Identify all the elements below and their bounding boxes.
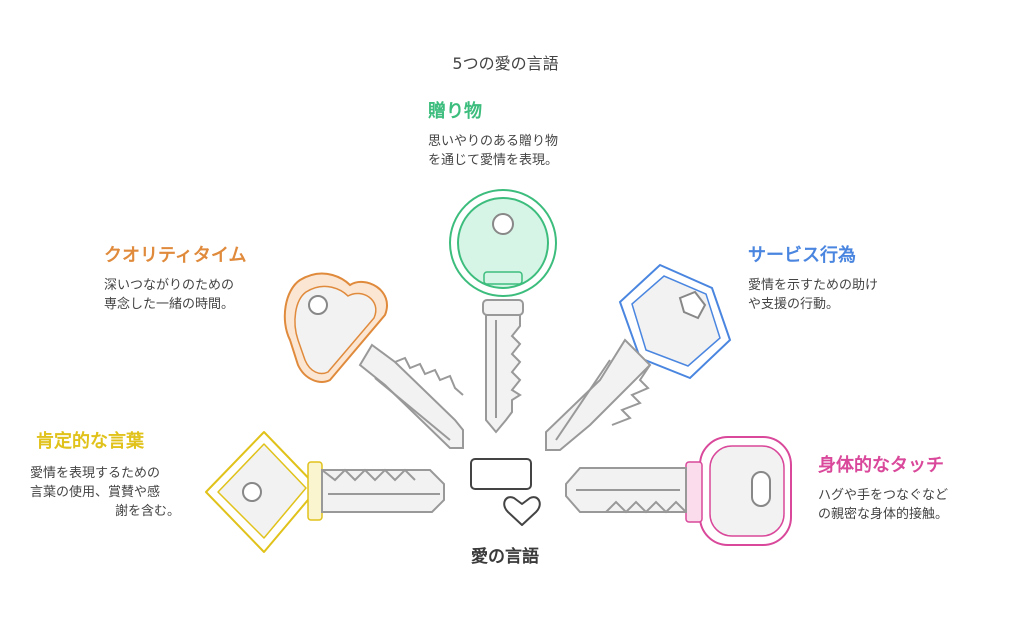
heart-icon bbox=[503, 496, 541, 526]
quality-time-desc: 深いつながりのための 専念した一緒の時間。 bbox=[104, 276, 234, 314]
physical-touch-desc-line1: ハグや手をつなぐなど bbox=[818, 488, 949, 503]
quality-time-desc-line2: 専念した一緒の時間。 bbox=[104, 297, 235, 312]
physical-touch-desc: ハグや手をつなぐなど の親密な身体的接触。 bbox=[818, 486, 948, 524]
words-desc-line3: 謝を含む。 bbox=[114, 504, 180, 519]
words-of-affirmation-key bbox=[205, 431, 445, 553]
acts-of-service-key bbox=[545, 263, 732, 451]
center-label: 愛の言語 bbox=[471, 547, 539, 567]
words-of-affirmation-label: 肯定的な言葉 bbox=[36, 431, 144, 452]
gift-desc-line2: を通じて愛情を表現。 bbox=[428, 153, 559, 168]
words-desc-line1: 愛情を表現するための bbox=[30, 466, 161, 481]
acts-of-service-desc-line2: や支援の行動。 bbox=[748, 297, 840, 312]
physical-touch-desc-line2: の親密な身体的接触。 bbox=[818, 507, 949, 522]
diagram-title: 5つの愛の言語 bbox=[452, 54, 559, 73]
gift-key bbox=[449, 189, 557, 434]
gift-label: 贈り物 bbox=[428, 101, 482, 122]
physical-touch-key bbox=[565, 436, 792, 546]
acts-of-service-desc: 愛情を示すための助け や支援の行動。 bbox=[748, 276, 878, 314]
words-of-affirmation-desc: 愛情を表現するための 言葉の使用、賞賛や感 謝を含む。 bbox=[30, 464, 180, 521]
acts-of-service-label: サービス行為 bbox=[748, 245, 856, 266]
acts-of-service-desc-line1: 愛情を示すための助け bbox=[748, 278, 879, 293]
gift-desc: 思いやりのある贈り物 を通じて愛情を表現。 bbox=[428, 132, 558, 170]
words-desc-line2: 言葉の使用、賞賛や感 bbox=[30, 485, 161, 500]
quality-time-desc-line1: 深いつながりのための bbox=[104, 278, 235, 293]
gift-desc-line1: 思いやりのある贈り物 bbox=[428, 134, 559, 149]
center-box-icon bbox=[470, 458, 532, 490]
quality-time-label: クオリティタイム bbox=[104, 245, 247, 266]
quality-time-key bbox=[283, 272, 464, 449]
physical-touch-label: 身体的なタッチ bbox=[818, 455, 944, 476]
